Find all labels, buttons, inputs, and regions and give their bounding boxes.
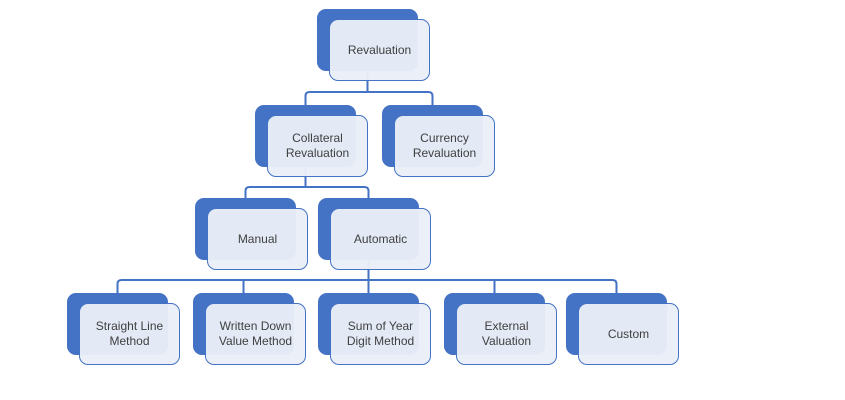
node-box: Manual — [207, 208, 308, 270]
node-currency-revaluation: Currency Revaluation — [382, 105, 495, 177]
node-box: External Valuation — [456, 303, 557, 365]
node-written-down-value-method: Written Down Value Method — [193, 293, 306, 365]
node-sum-of-year-digit-method: Sum of Year Digit Method — [318, 293, 431, 365]
node-box: Currency Revaluation — [394, 115, 495, 177]
node-box: Automatic — [330, 208, 431, 270]
node-box: Sum of Year Digit Method — [330, 303, 431, 365]
node-label: Revaluation — [347, 42, 412, 57]
node-manual: Manual — [195, 198, 308, 270]
node-label: Collateral Revaluation — [285, 131, 350, 160]
node-label: Straight Line Method — [95, 319, 164, 348]
node-label: Sum of Year Digit Method — [346, 319, 415, 348]
node-box: Written Down Value Method — [205, 303, 306, 365]
node-box: Custom — [578, 303, 679, 365]
connector-level4-bus — [116, 279, 618, 294]
node-straight-line-method: Straight Line Method — [67, 293, 180, 365]
node-automatic: Automatic — [318, 198, 431, 270]
node-label: Manual — [237, 231, 278, 246]
node-box: Revaluation — [329, 19, 430, 81]
node-label: Currency Revaluation — [412, 131, 477, 160]
node-custom: Custom — [566, 293, 679, 365]
node-box: Straight Line Method — [79, 303, 180, 365]
connector-level3-bus — [244, 186, 370, 199]
node-box: Collateral Revaluation — [267, 115, 368, 177]
node-collateral-revaluation: Collateral Revaluation — [255, 105, 368, 177]
node-external-valuation: External Valuation — [444, 293, 557, 365]
connector-level2-bus — [304, 91, 434, 106]
node-label: Custom — [607, 326, 650, 341]
node-label: External Valuation — [481, 319, 532, 348]
node-revaluation: Revaluation — [317, 9, 430, 81]
node-label: Automatic — [353, 231, 408, 246]
node-label: Written Down Value Method — [218, 319, 293, 348]
